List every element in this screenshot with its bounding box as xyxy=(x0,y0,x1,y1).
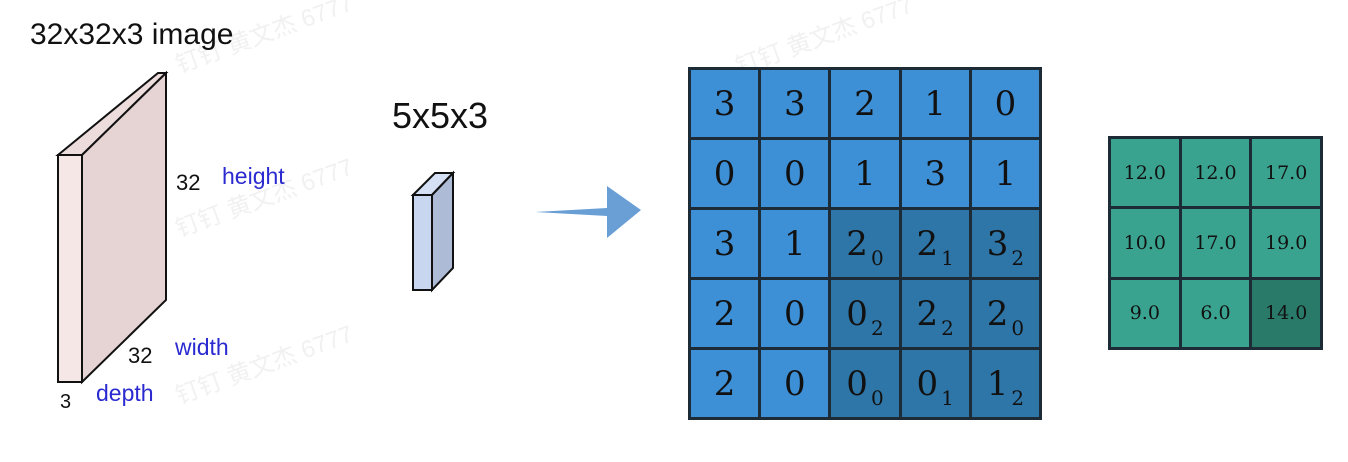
input-cell-value: 1 xyxy=(924,83,947,124)
output-cell: 12.0 xyxy=(1111,139,1179,207)
image-title: 32x32x3 image xyxy=(30,18,234,51)
kernel-weight: 2 xyxy=(1011,385,1025,410)
kernel-weight: 0 xyxy=(870,385,884,410)
input-cell-value: 3 xyxy=(783,83,806,124)
input-cell-value: 1 xyxy=(994,153,1017,194)
height-label: height xyxy=(222,163,285,189)
input-cell: 2 xyxy=(691,280,759,347)
input-cell: 3 xyxy=(691,70,759,137)
input-cell-value: 2 xyxy=(846,223,868,264)
input-cell: 0 xyxy=(761,140,829,207)
watermark-text: 钉钉 黄文杰 6777 xyxy=(172,320,357,410)
kernel-weight: 1 xyxy=(941,245,954,270)
input-cell-value: 1 xyxy=(986,363,1009,404)
input-cell: 1 xyxy=(831,140,899,207)
input-cell: 3 xyxy=(691,210,759,277)
input-cell-value: 2 xyxy=(916,223,939,264)
kernel-weight: 1 xyxy=(941,385,954,410)
input-cell-value: 2 xyxy=(854,83,876,124)
depth-value: 3 xyxy=(60,391,72,413)
input-cell: 0 xyxy=(761,350,829,417)
arrow-icon xyxy=(535,186,641,238)
input-cell: 0 xyxy=(691,140,759,207)
input-cell: 2 xyxy=(831,70,899,137)
input-cell: 1 xyxy=(971,140,1039,207)
output-cell: 10.0 xyxy=(1111,209,1179,277)
input-cell-value: 0 xyxy=(916,363,939,404)
output-cell: 14.0 xyxy=(1252,279,1320,347)
height-value: 32 xyxy=(176,170,201,195)
input-cell-value: 1 xyxy=(854,153,876,194)
image-volume-illustration xyxy=(55,70,169,385)
input-cell: 0 xyxy=(761,280,829,347)
filter-title: 5x5x3 xyxy=(392,95,489,136)
input-cell-value: 3 xyxy=(986,223,1009,264)
kernel-weight: 0 xyxy=(1011,315,1025,340)
input-cell-value: 0 xyxy=(783,363,806,404)
input-cell: 3 xyxy=(761,70,829,137)
kernel-weight: 2 xyxy=(1011,245,1025,270)
width-label: width xyxy=(175,334,229,360)
input-cell-value: 3 xyxy=(713,83,736,124)
output-cell: 17.0 xyxy=(1181,209,1250,277)
input-cell-value: 2 xyxy=(986,293,1009,334)
input-cell: 2 xyxy=(691,350,759,417)
output-cell: 19.0 xyxy=(1252,209,1320,277)
input-cell-value: 0 xyxy=(846,363,868,404)
input-cell-value: 0 xyxy=(994,83,1017,124)
input-cell-value: 2 xyxy=(713,363,736,404)
input-cell-value: 2 xyxy=(713,293,736,334)
kernel-weight: 2 xyxy=(870,315,884,340)
input-cell: 1 xyxy=(761,210,829,277)
input-cell-value: 3 xyxy=(713,223,736,264)
output-cell: 9.0 xyxy=(1111,279,1179,347)
input-cell: 3 xyxy=(901,140,969,207)
input-cell-value: 0 xyxy=(783,153,806,194)
output-cell: 12.0 xyxy=(1181,139,1250,207)
input-cell: 0 xyxy=(971,70,1039,137)
input-cell-value: 1 xyxy=(783,223,806,264)
kernel-weight: 0 xyxy=(870,245,884,270)
width-value: 32 xyxy=(128,343,153,368)
kernel-weight: 2 xyxy=(941,315,954,340)
input-cell-value: 0 xyxy=(713,153,736,194)
input-cell-value: 2 xyxy=(916,293,939,334)
input-cell-value: 0 xyxy=(846,293,868,334)
filter-volume-illustration xyxy=(410,170,456,293)
input-cell-value: 3 xyxy=(924,153,947,194)
output-cell: 17.0 xyxy=(1252,139,1320,207)
input-cell-value: 0 xyxy=(783,293,806,334)
depth-label: depth xyxy=(96,380,154,406)
input-cell: 1 xyxy=(901,70,969,137)
output-cell: 6.0 xyxy=(1181,279,1250,347)
